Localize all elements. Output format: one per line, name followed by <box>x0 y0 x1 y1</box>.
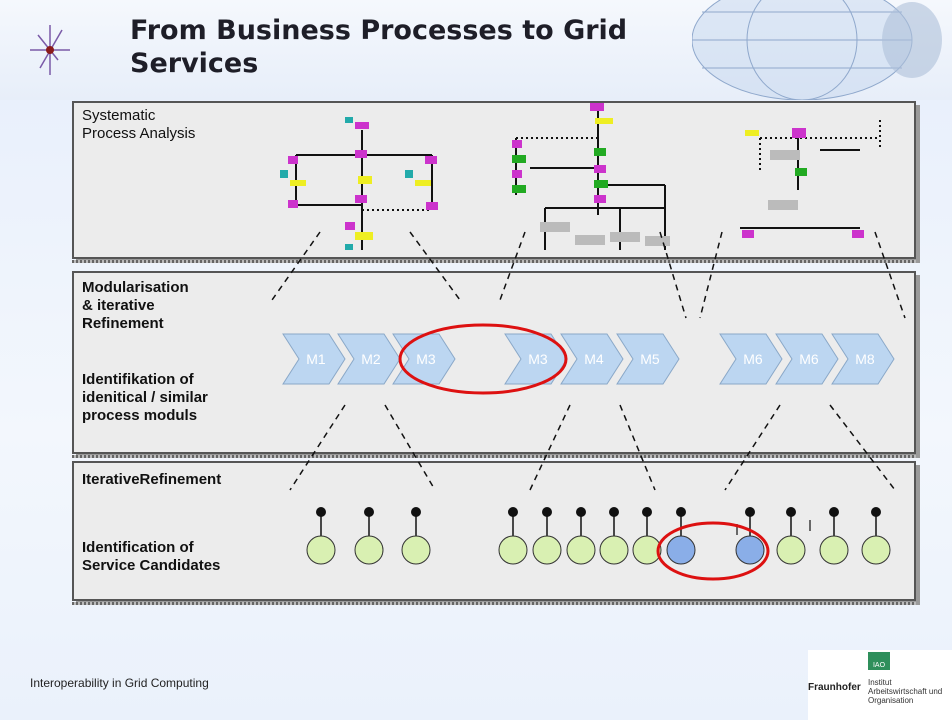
service-candidates <box>306 507 891 565</box>
panel-process-analysis: Systematic Process Analysis <box>72 101 916 263</box>
candidate-interface-dot <box>364 507 374 517</box>
slide-title: From Business Processes to Grid Services <box>130 15 628 79</box>
module-label: M6 <box>799 351 819 367</box>
panel-label-candidates: Identification of Service Candidates <box>82 539 221 574</box>
module-chevron <box>831 333 895 385</box>
candidate-interface-dot <box>829 507 839 517</box>
process-diagram-2 <box>515 108 666 250</box>
connector-lines-2 <box>289 404 896 491</box>
tick-lines <box>736 520 811 535</box>
module-label: M3 <box>416 351 436 367</box>
module-label: M4 <box>584 351 604 367</box>
module-chevron <box>719 333 783 385</box>
module-chevron <box>616 333 680 385</box>
iao-badge: IAO <box>868 652 890 670</box>
service-candidate <box>401 535 431 565</box>
panel-label-analysis: Systematic Process Analysis <box>82 107 196 142</box>
candidate-interface-dot <box>542 507 552 517</box>
module-label: M6 <box>743 351 763 367</box>
process-diagram-1-nodes <box>280 117 438 250</box>
service-candidate <box>532 535 562 565</box>
fraunhofer-logo: IAO Fraunhofer Institut Arbeitswirtschaf… <box>808 650 952 720</box>
panel-service-candidates: IterativeRefinement Identification of Se… <box>72 461 916 605</box>
module-chevron <box>775 333 839 385</box>
panel-label-identification: Identifikation of idenitical / similar p… <box>82 371 208 424</box>
candidate-interface-dot <box>411 507 421 517</box>
module-label: M8 <box>855 351 875 367</box>
highlight-ellipse-services <box>656 521 770 581</box>
candidate-interface-dot <box>609 507 619 517</box>
slide-header: From Business Processes to Grid Services <box>0 0 952 100</box>
service-candidate <box>354 535 384 565</box>
candidate-interface-dot <box>786 507 796 517</box>
candidate-interface-dot <box>576 507 586 517</box>
logo-subtitle: Institut Arbeitswirtschaft und Organisat… <box>868 678 943 705</box>
service-candidate <box>306 535 336 565</box>
connector-lines-1 <box>271 231 906 319</box>
module-chevron <box>282 333 346 385</box>
service-candidate <box>861 535 891 565</box>
service-candidate <box>819 535 849 565</box>
highlight-ellipse-modules <box>398 323 568 395</box>
candidate-interface-dot <box>508 507 518 517</box>
service-candidate <box>599 535 629 565</box>
module-chevron <box>560 333 624 385</box>
spark-icon <box>46 46 54 54</box>
process-diagram-2-nodes <box>512 103 670 246</box>
candidate-interface-dot <box>871 507 881 517</box>
candidate-interface-dot <box>745 507 755 517</box>
service-candidate <box>498 535 528 565</box>
panel-label-modularisation: Modularisation & iterative Refinement <box>82 279 189 332</box>
service-candidate-highlighted <box>666 535 696 565</box>
service-candidate <box>776 535 806 565</box>
header-globe-icon <box>692 0 942 100</box>
module-label: M2 <box>361 351 381 367</box>
candidate-interface-dot <box>316 507 326 517</box>
candidate-interface-dot <box>642 507 652 517</box>
logo-name: Fraunhofer <box>808 682 861 693</box>
module-chevrons: M1 M2 M3 M3 M4 M5 M6 M6 M8 <box>282 333 895 385</box>
module-chevron <box>392 333 456 385</box>
module-label: M5 <box>640 351 660 367</box>
service-candidate <box>566 535 596 565</box>
service-candidate-highlighted <box>735 535 765 565</box>
module-chevron <box>504 333 568 385</box>
footer-text: Interoperability in Grid Computing <box>30 676 209 690</box>
module-label: M1 <box>306 351 326 367</box>
module-chevron <box>337 333 401 385</box>
header-logo-icon <box>30 25 70 75</box>
module-label: M3 <box>528 351 548 367</box>
service-candidate <box>632 535 662 565</box>
panel-label-refinement: IterativeRefinement <box>82 471 222 488</box>
process-diagram-3-nodes <box>742 128 864 238</box>
process-diagram-3 <box>740 120 881 229</box>
candidate-interface-dot <box>676 507 686 517</box>
